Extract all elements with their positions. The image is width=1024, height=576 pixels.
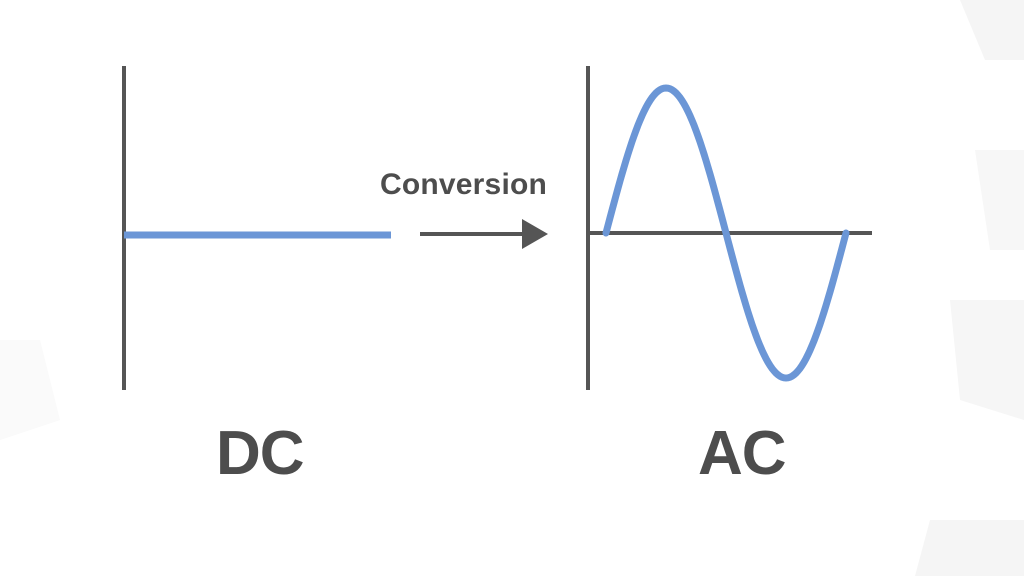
ac-label: AC [698, 419, 787, 488]
ac-sine-wave [602, 84, 850, 382]
dc-label: DC [216, 419, 305, 488]
arrow-right-icon [420, 219, 548, 249]
conversion-label: Conversion [380, 168, 548, 201]
